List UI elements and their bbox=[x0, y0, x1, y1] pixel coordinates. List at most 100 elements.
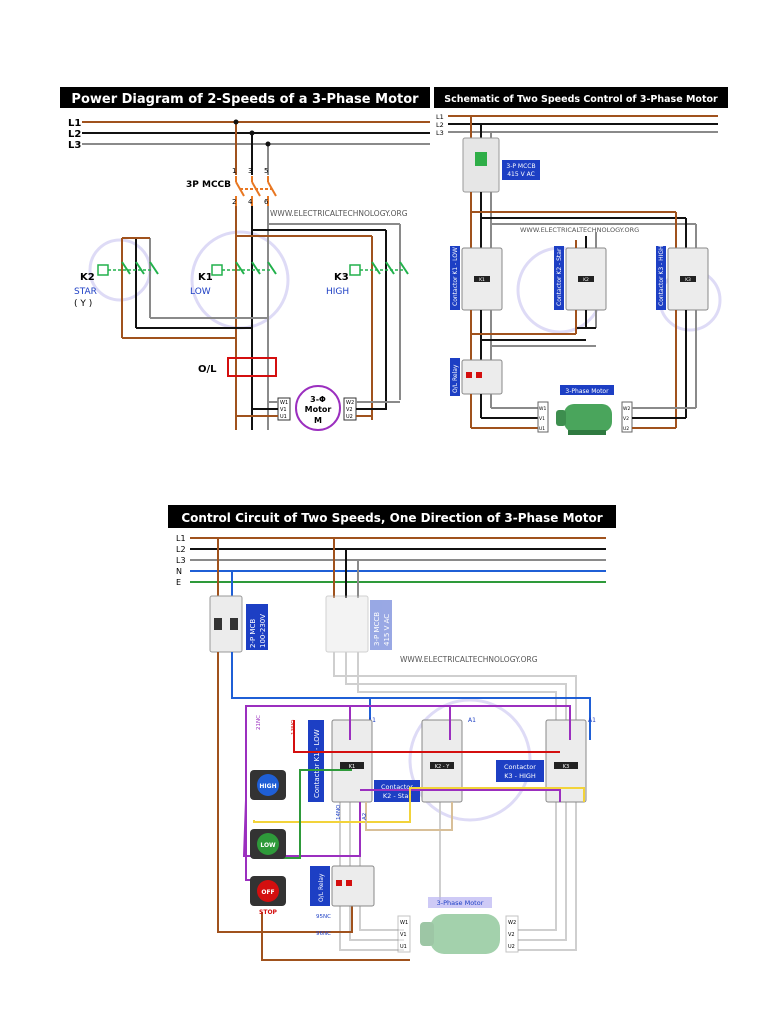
control-title-bar bbox=[168, 505, 616, 528]
svg-text:4: 4 bbox=[248, 198, 253, 206]
stop-label: STOP bbox=[259, 909, 278, 916]
ctl-21nc-label: 21NC bbox=[256, 715, 262, 730]
power-line-l1: L1 bbox=[68, 118, 81, 129]
control-title: Control Circuit of Two Speeds, One Direc… bbox=[181, 511, 602, 525]
motor-term-w2: W2 bbox=[346, 400, 354, 406]
ctl-k3-tag: K3 bbox=[563, 764, 569, 770]
ctl-k1-label: Contactor K1 - LOW bbox=[313, 729, 321, 798]
ctl-k2-tag: K2 - Y bbox=[435, 764, 450, 770]
k2-contactor: K2 STAR ( Y ) bbox=[74, 237, 159, 338]
low-button[interactable]: LOW bbox=[250, 829, 286, 859]
schematic-title-bar bbox=[434, 87, 728, 108]
power-watermark: WWW.ELECTRICALTECHNOLOGY.ORG bbox=[270, 209, 408, 218]
schem-mccb-label2: 415 V AC bbox=[507, 171, 535, 178]
schem-k1-label: Contactor K1 - LOW bbox=[452, 247, 459, 306]
ctl-k2-label2: K2 - Star bbox=[383, 792, 412, 800]
k3-mode: HIGH bbox=[326, 287, 349, 297]
motor-term-v2: V2 bbox=[346, 407, 353, 413]
power-title-bar bbox=[60, 87, 430, 108]
svg-text:3: 3 bbox=[248, 167, 252, 175]
svg-text:1: 1 bbox=[232, 167, 236, 175]
schem-term-u1: U1 bbox=[539, 426, 545, 432]
ctl-mccb-label2: 415 V AC bbox=[383, 614, 391, 646]
ctl-ol-label: O/L Relay bbox=[318, 873, 325, 902]
ctl-term-u2: U2 bbox=[508, 944, 515, 950]
ctl-motor bbox=[397, 914, 519, 954]
schem-line-l1: L1 bbox=[436, 113, 444, 121]
ctl-mcb-label1: 2-P MCB bbox=[249, 619, 257, 648]
motor-term-u1: U1 bbox=[280, 414, 287, 420]
schem-watermark: WWW.ELECTRICALTECHNOLOGY.ORG bbox=[520, 226, 639, 234]
ctl-13no-label: 13NO bbox=[291, 719, 297, 735]
low-button-label: LOW bbox=[260, 842, 276, 849]
power-diagram: Power Diagram of 2-Speeds of a 3-Phase M… bbox=[60, 87, 430, 431]
schem-k3-label: Contactor K3 - HIGH bbox=[658, 245, 665, 306]
schematic-title: Schematic of Two Speeds Control of 3-Pha… bbox=[444, 94, 718, 105]
ctl-k2-label1: Contactor bbox=[381, 783, 413, 791]
schem-mccb-label1: 3-P MCCB bbox=[506, 163, 535, 170]
schem-k1-tag: K1 bbox=[479, 277, 485, 283]
power-motor: 3-Φ Motor M W1 V1 U1 W2 V2 U2 bbox=[277, 385, 357, 431]
ctl-mcb-label2: 100-230V bbox=[259, 614, 267, 648]
schem-line-l2: L2 bbox=[436, 121, 444, 129]
svg-text:2: 2 bbox=[232, 198, 236, 206]
ctl-k3-label2: K3 - HIGH bbox=[504, 772, 536, 780]
high-button-label: HIGH bbox=[259, 783, 276, 790]
k2-mode: STAR bbox=[74, 287, 97, 297]
overload-relay: O/L bbox=[198, 357, 277, 377]
ctl-term-v2: V2 bbox=[508, 932, 515, 938]
ctl-term-w2: W2 bbox=[508, 920, 516, 926]
control-circuit: Control Circuit of Two Speeds, One Direc… bbox=[168, 505, 616, 961]
ctl-line-l3: L3 bbox=[176, 556, 186, 565]
motor-line3: M bbox=[314, 416, 322, 425]
motor-line2: Motor bbox=[305, 405, 332, 414]
schem-k3-tag: K3 bbox=[685, 277, 691, 283]
ctl-mccb bbox=[325, 595, 369, 653]
k1-mode: LOW bbox=[190, 287, 211, 297]
ctl-k2-contactor bbox=[421, 719, 463, 803]
ctl-k1-contactor bbox=[331, 719, 373, 803]
ctl-k3-contactor bbox=[545, 719, 587, 803]
k2-name: K2 bbox=[80, 272, 95, 283]
high-button[interactable]: HIGH bbox=[250, 770, 286, 800]
ctl-k1-tag: K1 bbox=[349, 764, 355, 770]
schem-term-w1: W1 bbox=[539, 406, 546, 412]
ctl-line-n: N bbox=[176, 567, 182, 576]
ctl-watermark: WWW.ELECTRICALTECHNOLOGY.ORG bbox=[400, 655, 538, 664]
ctl-k3-label1: Contactor bbox=[504, 763, 536, 771]
k1-contactor: K1 LOW bbox=[190, 261, 277, 297]
schematic-diagram: Schematic of Two Speeds Control of 3-Pha… bbox=[434, 87, 728, 435]
k2-symbol: ( Y ) bbox=[74, 299, 92, 309]
svg-text:6: 6 bbox=[264, 198, 269, 206]
schem-term-u2: U2 bbox=[623, 426, 629, 432]
ctl-a2-label: A2 bbox=[362, 813, 368, 820]
ctl-96nc-label: 96NC bbox=[316, 931, 331, 937]
ctl-line-l1: L1 bbox=[176, 534, 186, 543]
schem-motor-icon bbox=[556, 404, 612, 435]
power-title: Power Diagram of 2-Speeds of a 3-Phase M… bbox=[71, 92, 419, 107]
schem-ol-label: O/L Relay bbox=[452, 364, 459, 393]
k3-contactor: K3 HIGH bbox=[326, 224, 409, 420]
off-button-label: OFF bbox=[261, 889, 274, 896]
motor-term-v1: V1 bbox=[280, 407, 287, 413]
schem-k2-tag: K2 bbox=[583, 277, 589, 283]
ctl-14no-label: 14NO bbox=[336, 804, 342, 820]
k3-name: K3 bbox=[334, 272, 349, 283]
ctl-line-l2: L2 bbox=[176, 545, 186, 554]
k1-name: K1 bbox=[198, 272, 213, 283]
power-line-l2: L2 bbox=[68, 129, 81, 140]
schem-term-v1: V1 bbox=[539, 416, 545, 422]
svg-text:A1: A1 bbox=[588, 717, 596, 724]
off-button[interactable]: OFF bbox=[250, 876, 286, 906]
mccb-label: 3P MCCB bbox=[186, 180, 231, 190]
svg-text:5: 5 bbox=[264, 167, 268, 175]
ol-label: O/L bbox=[198, 364, 217, 375]
motor-line1: 3-Φ bbox=[310, 395, 326, 404]
mccb-contacts bbox=[235, 176, 277, 206]
ctl-term-w1: W1 bbox=[400, 920, 408, 926]
ctl-line-e: E bbox=[176, 578, 181, 587]
power-line-l3: L3 bbox=[68, 140, 81, 151]
ctl-term-v1: V1 bbox=[400, 932, 407, 938]
ctl-motor-label: 3-Phase Motor bbox=[437, 899, 484, 907]
